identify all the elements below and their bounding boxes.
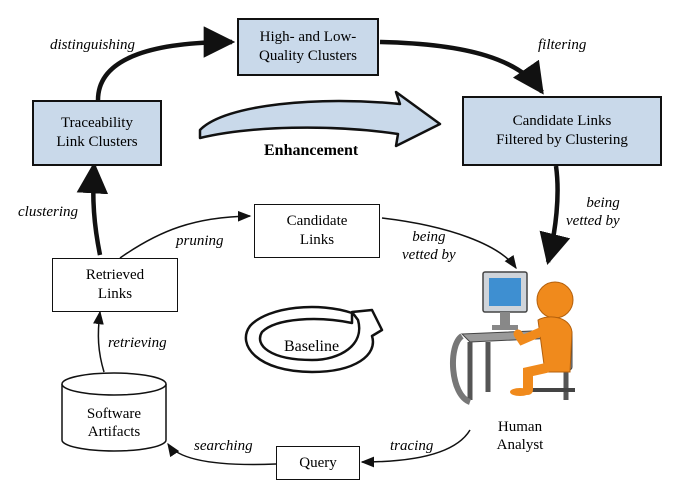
arrow-distinguishing xyxy=(95,26,236,101)
arrow-clustering xyxy=(76,161,109,256)
arrow-retrieving xyxy=(93,310,105,373)
label-searching: searching xyxy=(194,438,253,454)
arrow-vetted-mid xyxy=(381,217,517,270)
label-enhancement: Enhancement xyxy=(264,142,359,159)
label-retrieving: retrieving xyxy=(108,335,167,351)
label-filtering: filtering xyxy=(538,37,587,53)
node-high-low-quality-clusters: High- and Low-Quality Clusters xyxy=(237,18,379,76)
arrow-vetted-right xyxy=(539,165,571,266)
arrow-searching xyxy=(167,442,277,466)
arrow-filtering xyxy=(379,39,544,95)
label-distinguishing: distinguishing xyxy=(50,37,136,53)
label-tracing: tracing xyxy=(390,438,434,454)
arrow-pruning xyxy=(119,210,252,259)
enhancement-cycle-arrow xyxy=(198,90,442,148)
arrow-tracing xyxy=(360,429,471,468)
label-pruning: pruning xyxy=(176,233,224,249)
label-being-vetted-by-right: being vetted by xyxy=(566,195,620,229)
software-artifacts-cylinder xyxy=(61,372,167,452)
human-analyst-illustration xyxy=(450,271,575,405)
label-being-vetted-by-mid: being vetted by xyxy=(402,229,456,263)
label-clustering: clustering xyxy=(18,204,78,220)
baseline-cycle-arrow xyxy=(244,305,384,374)
label-baseline: Baseline xyxy=(284,338,340,355)
node-query: Query xyxy=(276,446,360,480)
